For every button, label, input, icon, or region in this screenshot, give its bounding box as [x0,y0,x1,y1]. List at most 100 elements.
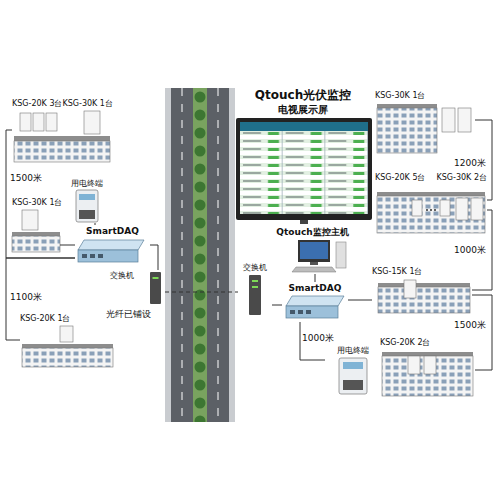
building-body [382,356,473,396]
node-text: KSG-30K 1台 [62,98,112,109]
inverter [458,108,471,132]
node-text: 电视展示屏 [278,103,328,116]
meter-body [76,190,98,222]
connector-line [315,274,316,282]
table-header [240,122,368,131]
node-text: KSG-20K 3台 [12,98,62,109]
collector-port [298,310,303,314]
inverter [424,356,436,374]
building-body [22,348,113,367]
building-body [377,196,485,233]
connector-line [348,300,372,301]
connector-line [272,305,282,306]
data-collector: SmartDAQ [282,282,348,322]
building-body [377,108,437,153]
roof [14,136,110,141]
data-collector: SmartDAQ [75,225,150,265]
switch-led [252,280,258,282]
connector-line [60,245,75,246]
node-text: KSG-20K 2台 [380,337,430,348]
keyboard [292,267,336,272]
monitor-stand [310,262,318,265]
collector-port [82,254,87,258]
roof [12,232,60,236]
meter-display [343,362,363,369]
node-text: KSG-20K 5台 [375,172,425,183]
inverter-building: KSG-30K 1台 [375,90,475,155]
distance-label: 1500米 [453,320,487,331]
inverter [408,356,420,374]
left-meter [76,190,98,222]
inverter [440,200,450,216]
collector-port [90,254,95,258]
collector-top [286,296,344,306]
collector-port [290,310,295,314]
inverter [471,198,483,220]
distance-label: 1000米 [453,245,487,256]
meter-display [79,194,95,200]
node-text: KSG-30K 1台 [12,197,62,208]
meter-body [339,358,367,394]
node-text: 用电终端 [337,345,369,356]
road [165,88,235,422]
monitor-host: Qtouch监控主机 [265,226,360,274]
inverter [456,198,468,220]
lane-line [218,88,219,422]
inverter [412,200,422,216]
building-top-left [14,111,110,162]
meter-terminal [79,210,95,219]
inverter [33,113,44,131]
right-meter [339,358,367,394]
roof [22,344,113,348]
connector-line [150,245,158,270]
distance-label: 1000米 [301,333,335,344]
distance-label: 1200米 [453,158,487,169]
pc-tower [336,242,346,268]
monitor [298,240,330,262]
building-right-2 [377,192,485,233]
node-text: KSG-15K 1台 [372,266,422,277]
building-top-right [377,104,471,153]
connector-line [6,130,75,258]
roof [382,352,473,356]
building-body [14,141,110,162]
roof [377,104,437,108]
inverter-building: KSG-20K 3台KSG-30K 1台 [12,98,112,163]
ellipsis-dot [434,209,436,211]
node-text: KSG-20K 1台 [20,313,70,324]
inverter [404,280,416,298]
network-switch: 交换机 [238,262,272,317]
inverter-building: KSG-20K 1台 [20,313,115,368]
node-text: 交换机 [243,262,267,273]
left-switch [150,272,161,304]
node-text: SmartDAQ [289,282,342,294]
meter-terminal [343,380,363,390]
inverter-building: KSG-15K 1台 [372,266,472,314]
tv-display-screen: Qtouch光伏监控电视展示屏 [232,88,374,224]
switch-body [150,272,161,304]
inverter [46,113,57,131]
node-text: KSG-30K 2台 [437,172,487,183]
tree-median [193,88,207,422]
tv-stand [300,220,308,224]
connector-line [95,223,96,225]
building-bottom-left [22,326,113,367]
connector-line [165,292,238,293]
inverter-building: KSG-20K 2台 [380,337,475,397]
tv-screen [236,118,372,224]
node-text: Qtouch监控主机 [276,226,348,238]
node-text: 用电终端 [71,178,103,189]
switch-led [153,277,159,279]
ellipsis-dot [430,209,432,211]
building-body [378,287,470,313]
connector-line [472,295,492,370]
building-right-3 [378,280,470,313]
inverter [20,113,31,131]
collector-port [306,310,311,314]
sidewalk [229,88,235,422]
distance-label: 1500米 [9,173,43,184]
left-collector [78,240,144,262]
